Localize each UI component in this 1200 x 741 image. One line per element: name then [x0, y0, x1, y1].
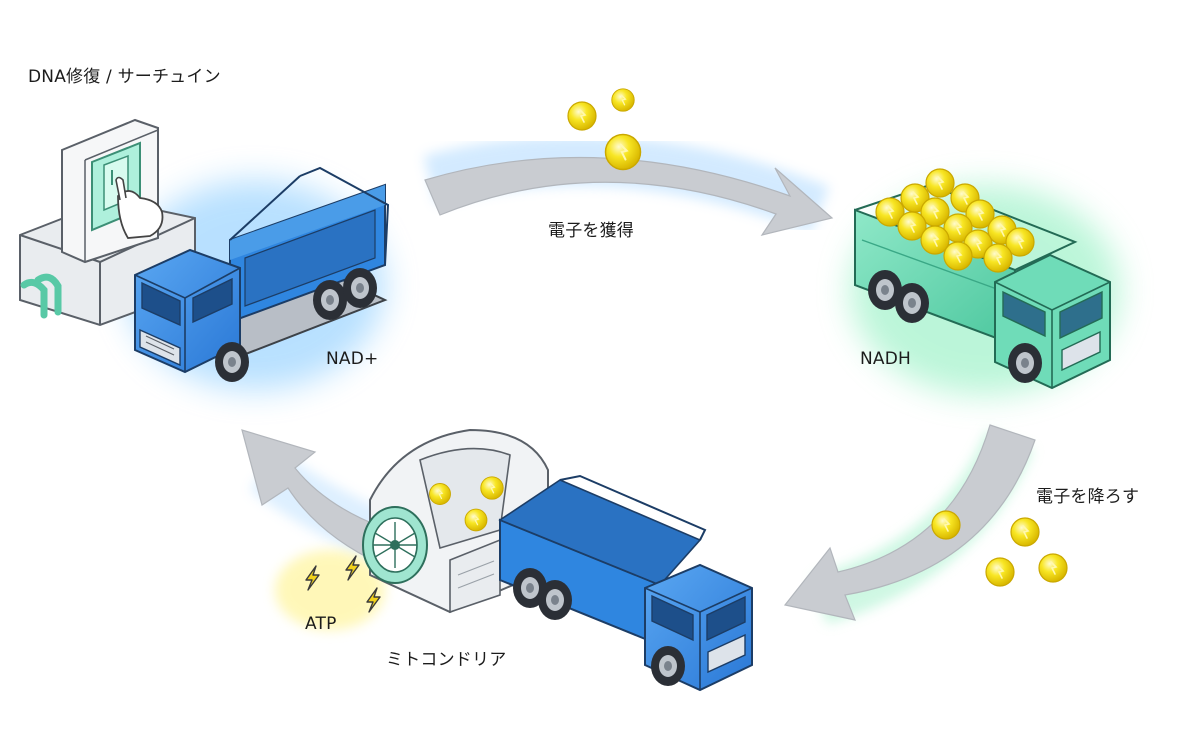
nadh-label: NADH	[860, 349, 912, 369]
nad-plus-label: NAD+	[326, 349, 379, 369]
dna-repair-label: DNA修復 / サーチュイン	[28, 67, 221, 87]
arrow-gain	[424, 156, 834, 236]
gain-electrons-label: 電子を獲得	[548, 221, 634, 241]
nad-plus-truck	[134, 166, 390, 382]
release-electrons-label: 電子を降ろす	[1036, 487, 1140, 507]
mitochondria-label: ミトコンドリア	[386, 650, 507, 670]
arrow-release	[783, 424, 1036, 621]
atp-label: ATP	[305, 614, 337, 634]
nadh-truck	[854, 168, 1111, 390]
unloading-truck	[498, 474, 753, 692]
